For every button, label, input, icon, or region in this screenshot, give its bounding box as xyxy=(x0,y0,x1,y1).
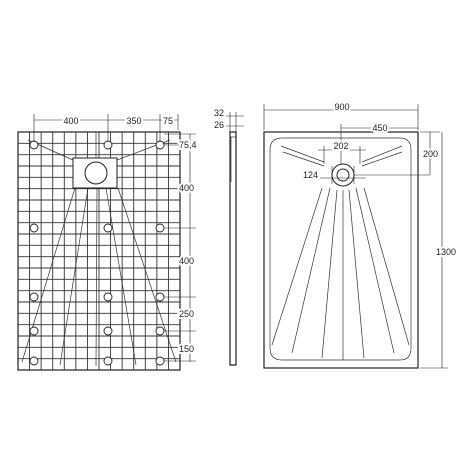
foot xyxy=(155,292,165,302)
side-view-profile xyxy=(229,131,237,366)
foot xyxy=(155,223,165,233)
side-view: 32 26 xyxy=(214,108,244,366)
foot xyxy=(103,326,113,336)
foot xyxy=(155,326,165,336)
foot xyxy=(103,223,113,233)
bottom-view-right-dimensions: 75,4 400 400 250 150 xyxy=(164,133,199,362)
dim-250-vertical: 250 xyxy=(179,309,194,319)
dim-350-horizontal: 350 xyxy=(126,116,141,126)
dim-200: 200 xyxy=(423,149,438,159)
bottom-view-top-dimensions: 400 350 75 xyxy=(33,114,179,142)
foot xyxy=(29,326,39,336)
dim-26: 26 xyxy=(214,120,224,130)
drain-hole xyxy=(84,161,108,185)
support-grid xyxy=(18,132,180,370)
dim-75-horizontal: 75 xyxy=(163,116,173,126)
foot xyxy=(103,292,113,302)
foot xyxy=(155,356,165,366)
foot xyxy=(29,223,39,233)
top-view: 900 450 202 200 124 1300 xyxy=(263,100,458,369)
foot xyxy=(155,140,165,150)
support-feet xyxy=(29,140,165,366)
dim-32: 32 xyxy=(214,108,224,118)
bottom-view: 400 350 75 75,4 400 400 250 150 xyxy=(17,114,199,371)
dim-1300: 1300 xyxy=(436,247,456,257)
dim-400-vertical-lower: 400 xyxy=(179,256,194,266)
dim-900: 900 xyxy=(334,102,349,112)
foot xyxy=(29,292,39,302)
top-drain-inner xyxy=(336,168,350,182)
foot xyxy=(29,356,39,366)
foot xyxy=(103,356,113,366)
foot xyxy=(103,140,113,150)
dim-150-vertical: 150 xyxy=(179,344,194,354)
dim-202: 202 xyxy=(333,141,348,151)
dim-400-vertical-upper: 400 xyxy=(179,183,194,193)
top-view-dimensions: 900 450 202 200 124 1300 xyxy=(263,100,458,369)
dim-124: 124 xyxy=(303,170,318,180)
foot xyxy=(29,140,39,150)
dim-450: 450 xyxy=(372,123,387,133)
top-slope-lines xyxy=(271,145,410,360)
dim-75-4-vertical: 75,4 xyxy=(179,140,197,150)
tray-inner-edge xyxy=(269,137,412,361)
dim-400-horizontal: 400 xyxy=(63,116,78,126)
